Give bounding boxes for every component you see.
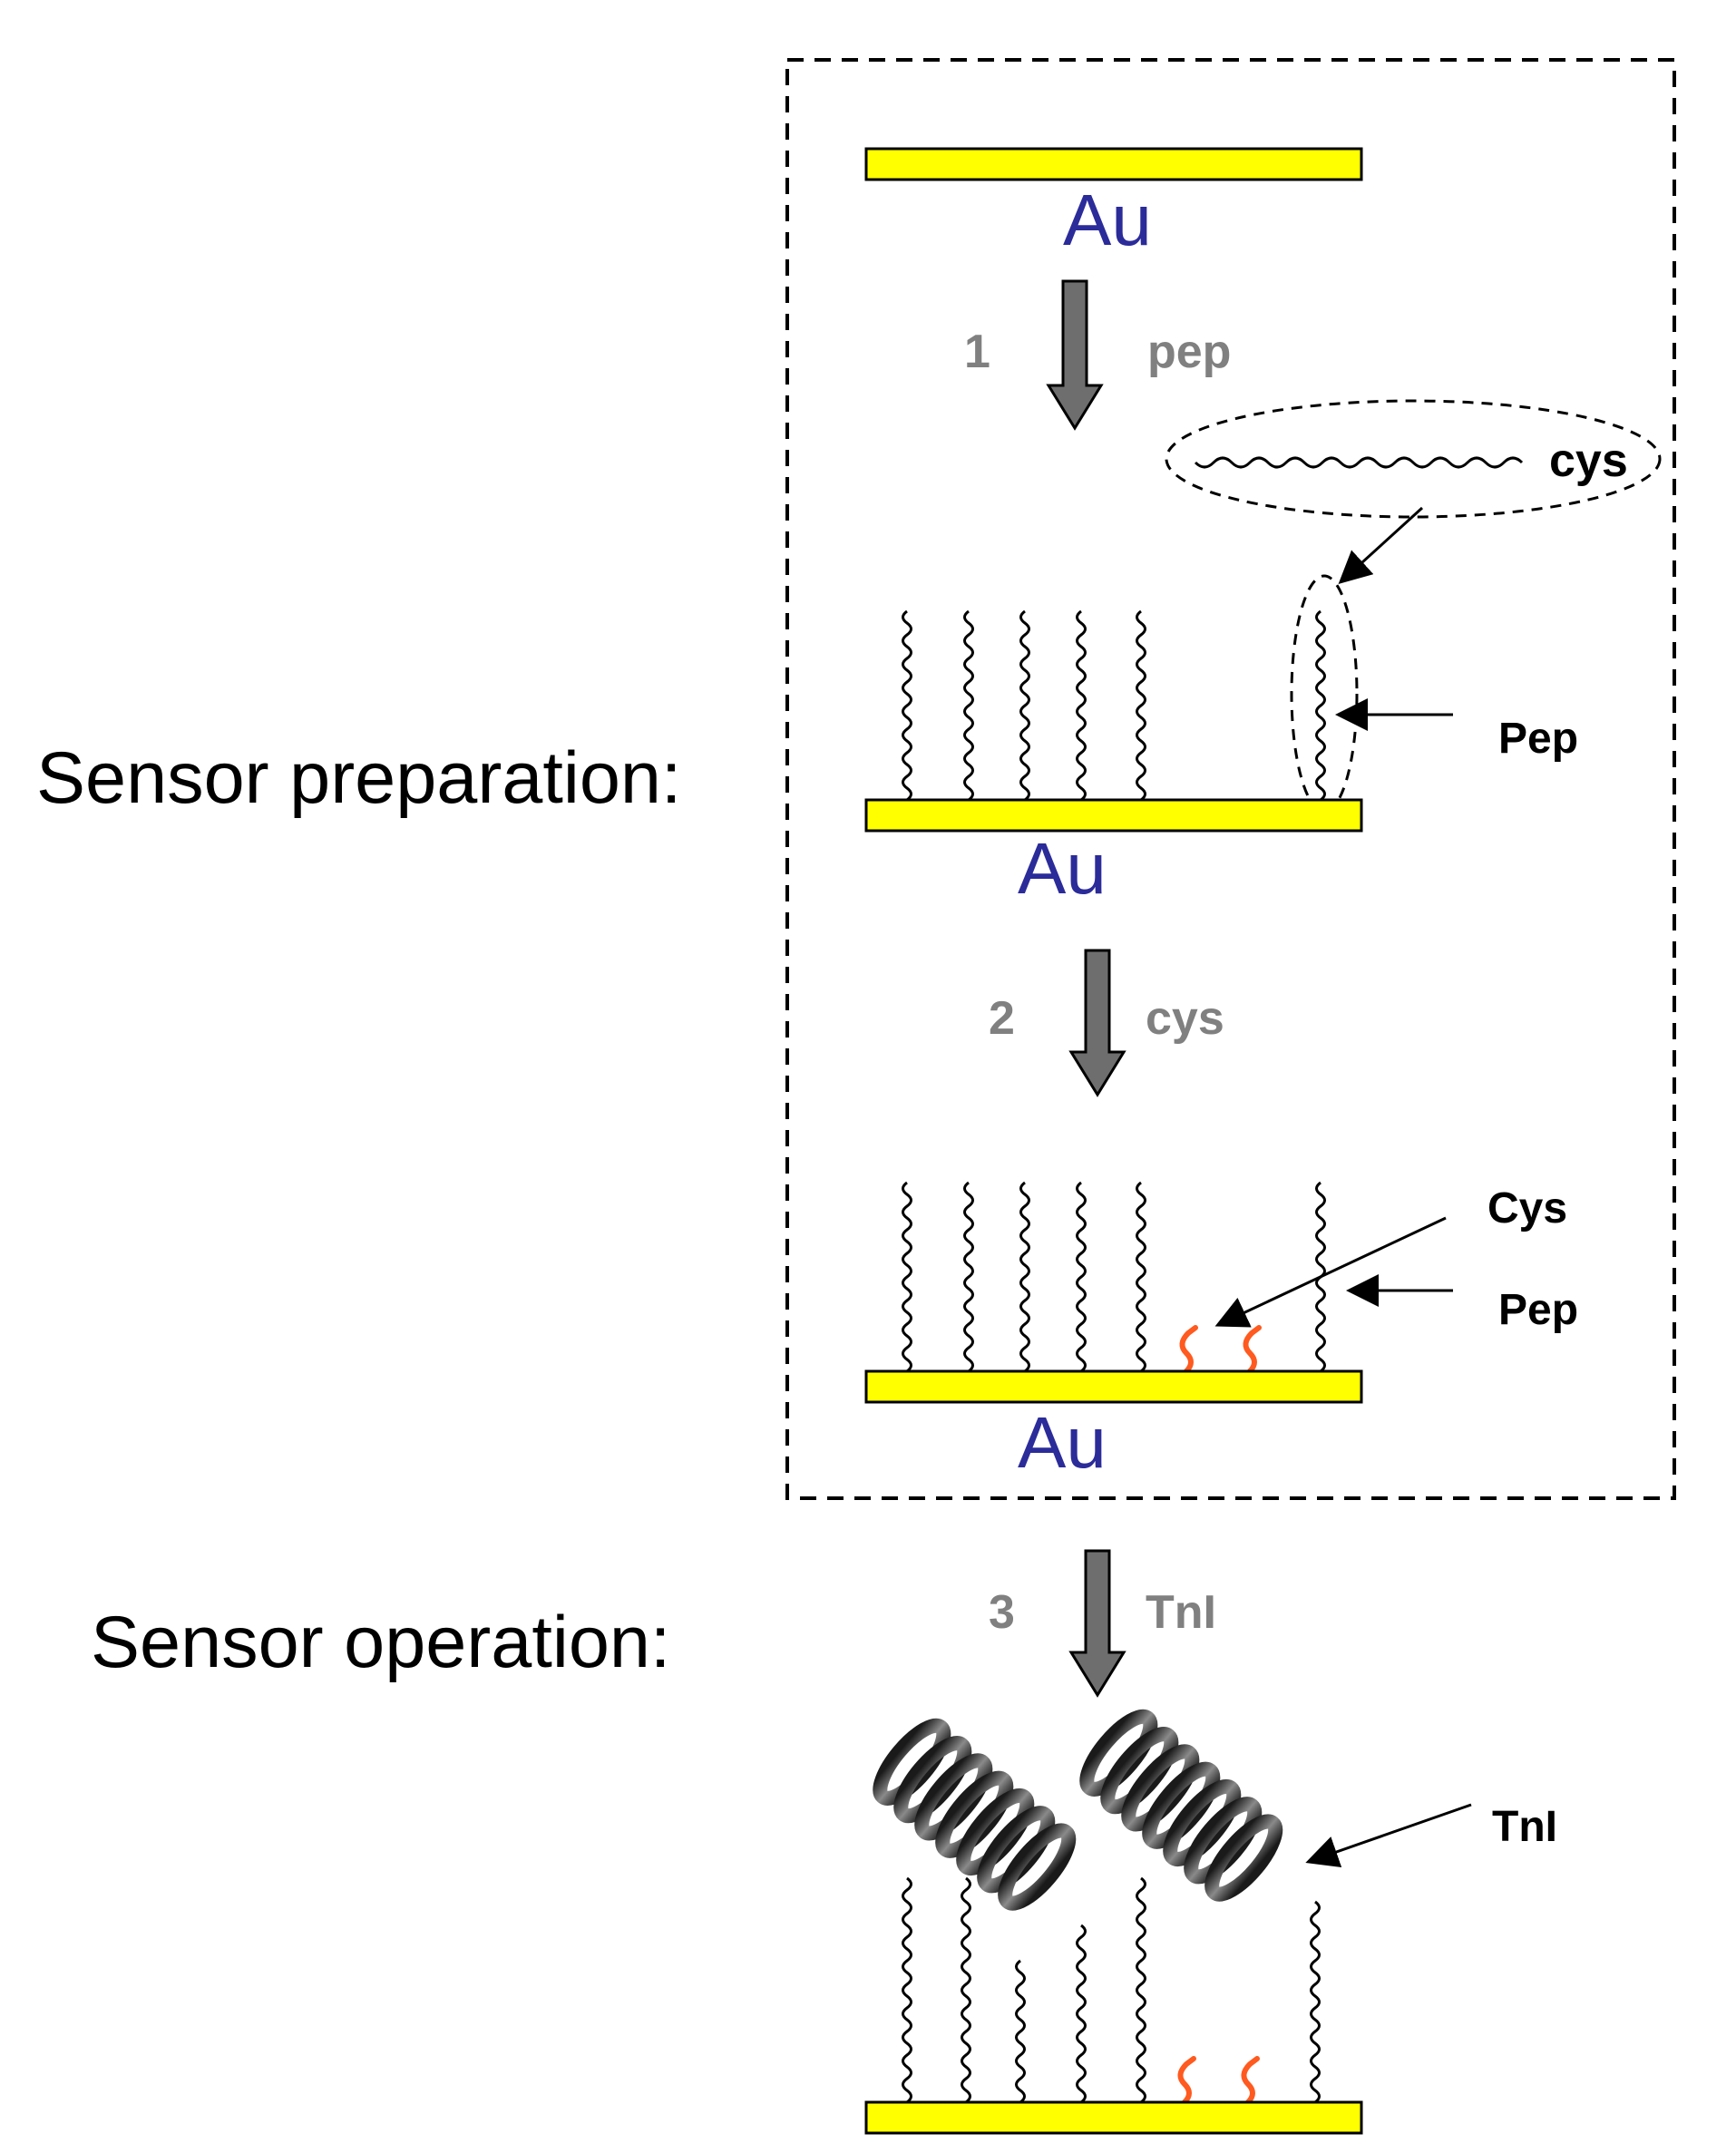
peptide-chain <box>902 1181 912 1373</box>
tni-protein-coil <box>1079 1709 1283 1902</box>
au-label: Au <box>1063 180 1152 260</box>
coil-turn <box>1204 1814 1283 1902</box>
single-peptide-ellipse <box>1290 574 1359 813</box>
au-label: Au <box>1018 828 1107 909</box>
cys-molecule <box>1179 1325 1198 1374</box>
stage-tni-binding: TnI <box>864 1709 1557 2135</box>
peptide-chain <box>1019 1181 1030 1373</box>
inset-cys-label: cys <box>1549 434 1628 487</box>
peptide-inset: cys <box>1165 399 1662 585</box>
tni-pointer-arrow <box>1305 1803 1472 1868</box>
stage-bare-gold: Au <box>864 147 1363 260</box>
cys-callout: Cys <box>1487 1184 1567 1232</box>
cys-molecule <box>1177 2056 1196 2105</box>
tni-callout: TnI <box>1492 1803 1557 1851</box>
pep-callout-2: Pep <box>1498 1286 1578 1334</box>
step-2-reagent: cys <box>1146 992 1224 1045</box>
sensor-operation-label: Sensor operation: <box>91 1602 670 1683</box>
peptide-chain <box>1015 1959 1026 2104</box>
peptide-chain <box>1315 609 1326 802</box>
step-1-reagent: pep <box>1147 326 1231 378</box>
peptide-chain <box>963 1181 974 1373</box>
step-1-number: 1 <box>964 326 990 378</box>
peptide-chain <box>1310 1900 1321 2104</box>
peptide-chain <box>1136 609 1146 802</box>
peptide-chain <box>1136 1876 1146 2104</box>
step-2-number: 2 <box>989 992 1015 1045</box>
gold-surface <box>864 2100 1363 2135</box>
peptide-chain <box>1076 1924 1087 2104</box>
step-2-arrow: 2 cys <box>989 949 1224 1097</box>
peptide-chain <box>961 1876 971 2104</box>
peptide-chain <box>1076 1181 1087 1373</box>
gold-surface <box>864 147 1363 181</box>
peptide-chain <box>1019 609 1030 802</box>
gold-surface <box>864 798 1363 833</box>
peptide-chain <box>1136 1181 1146 1373</box>
pep-callout-1: Pep <box>1498 715 1578 763</box>
peptide-chain <box>1076 609 1087 802</box>
au-label: Au <box>1018 1402 1107 1483</box>
stage-peptide-layer: Au Pep <box>864 574 1578 909</box>
step-3-number: 3 <box>989 1586 1015 1639</box>
step-3-arrow: 3 TnI <box>989 1549 1216 1698</box>
peptide-chain <box>963 609 974 802</box>
cys-molecule <box>1241 2056 1260 2105</box>
peptide-chain <box>902 1876 912 2104</box>
inset-peptide-chain <box>1194 456 1524 469</box>
stage-cys-backfill: Au Cys Pep <box>864 1181 1578 1483</box>
coil-turn <box>998 1823 1077 1911</box>
inset-pointer-arrow <box>1338 506 1424 585</box>
peptide-chain <box>902 609 912 802</box>
cys-pointer-arrow <box>1214 1216 1447 1328</box>
step-1-arrow: 1 pep <box>964 279 1231 431</box>
step-3-reagent: TnI <box>1146 1586 1216 1639</box>
tni-protein-coil <box>873 1718 1077 1911</box>
cys-molecule <box>1243 1325 1262 1374</box>
sensor-preparation-label: Sensor preparation: <box>36 737 681 819</box>
gold-surface <box>864 1369 1363 1404</box>
preparation-box <box>785 58 1676 1500</box>
